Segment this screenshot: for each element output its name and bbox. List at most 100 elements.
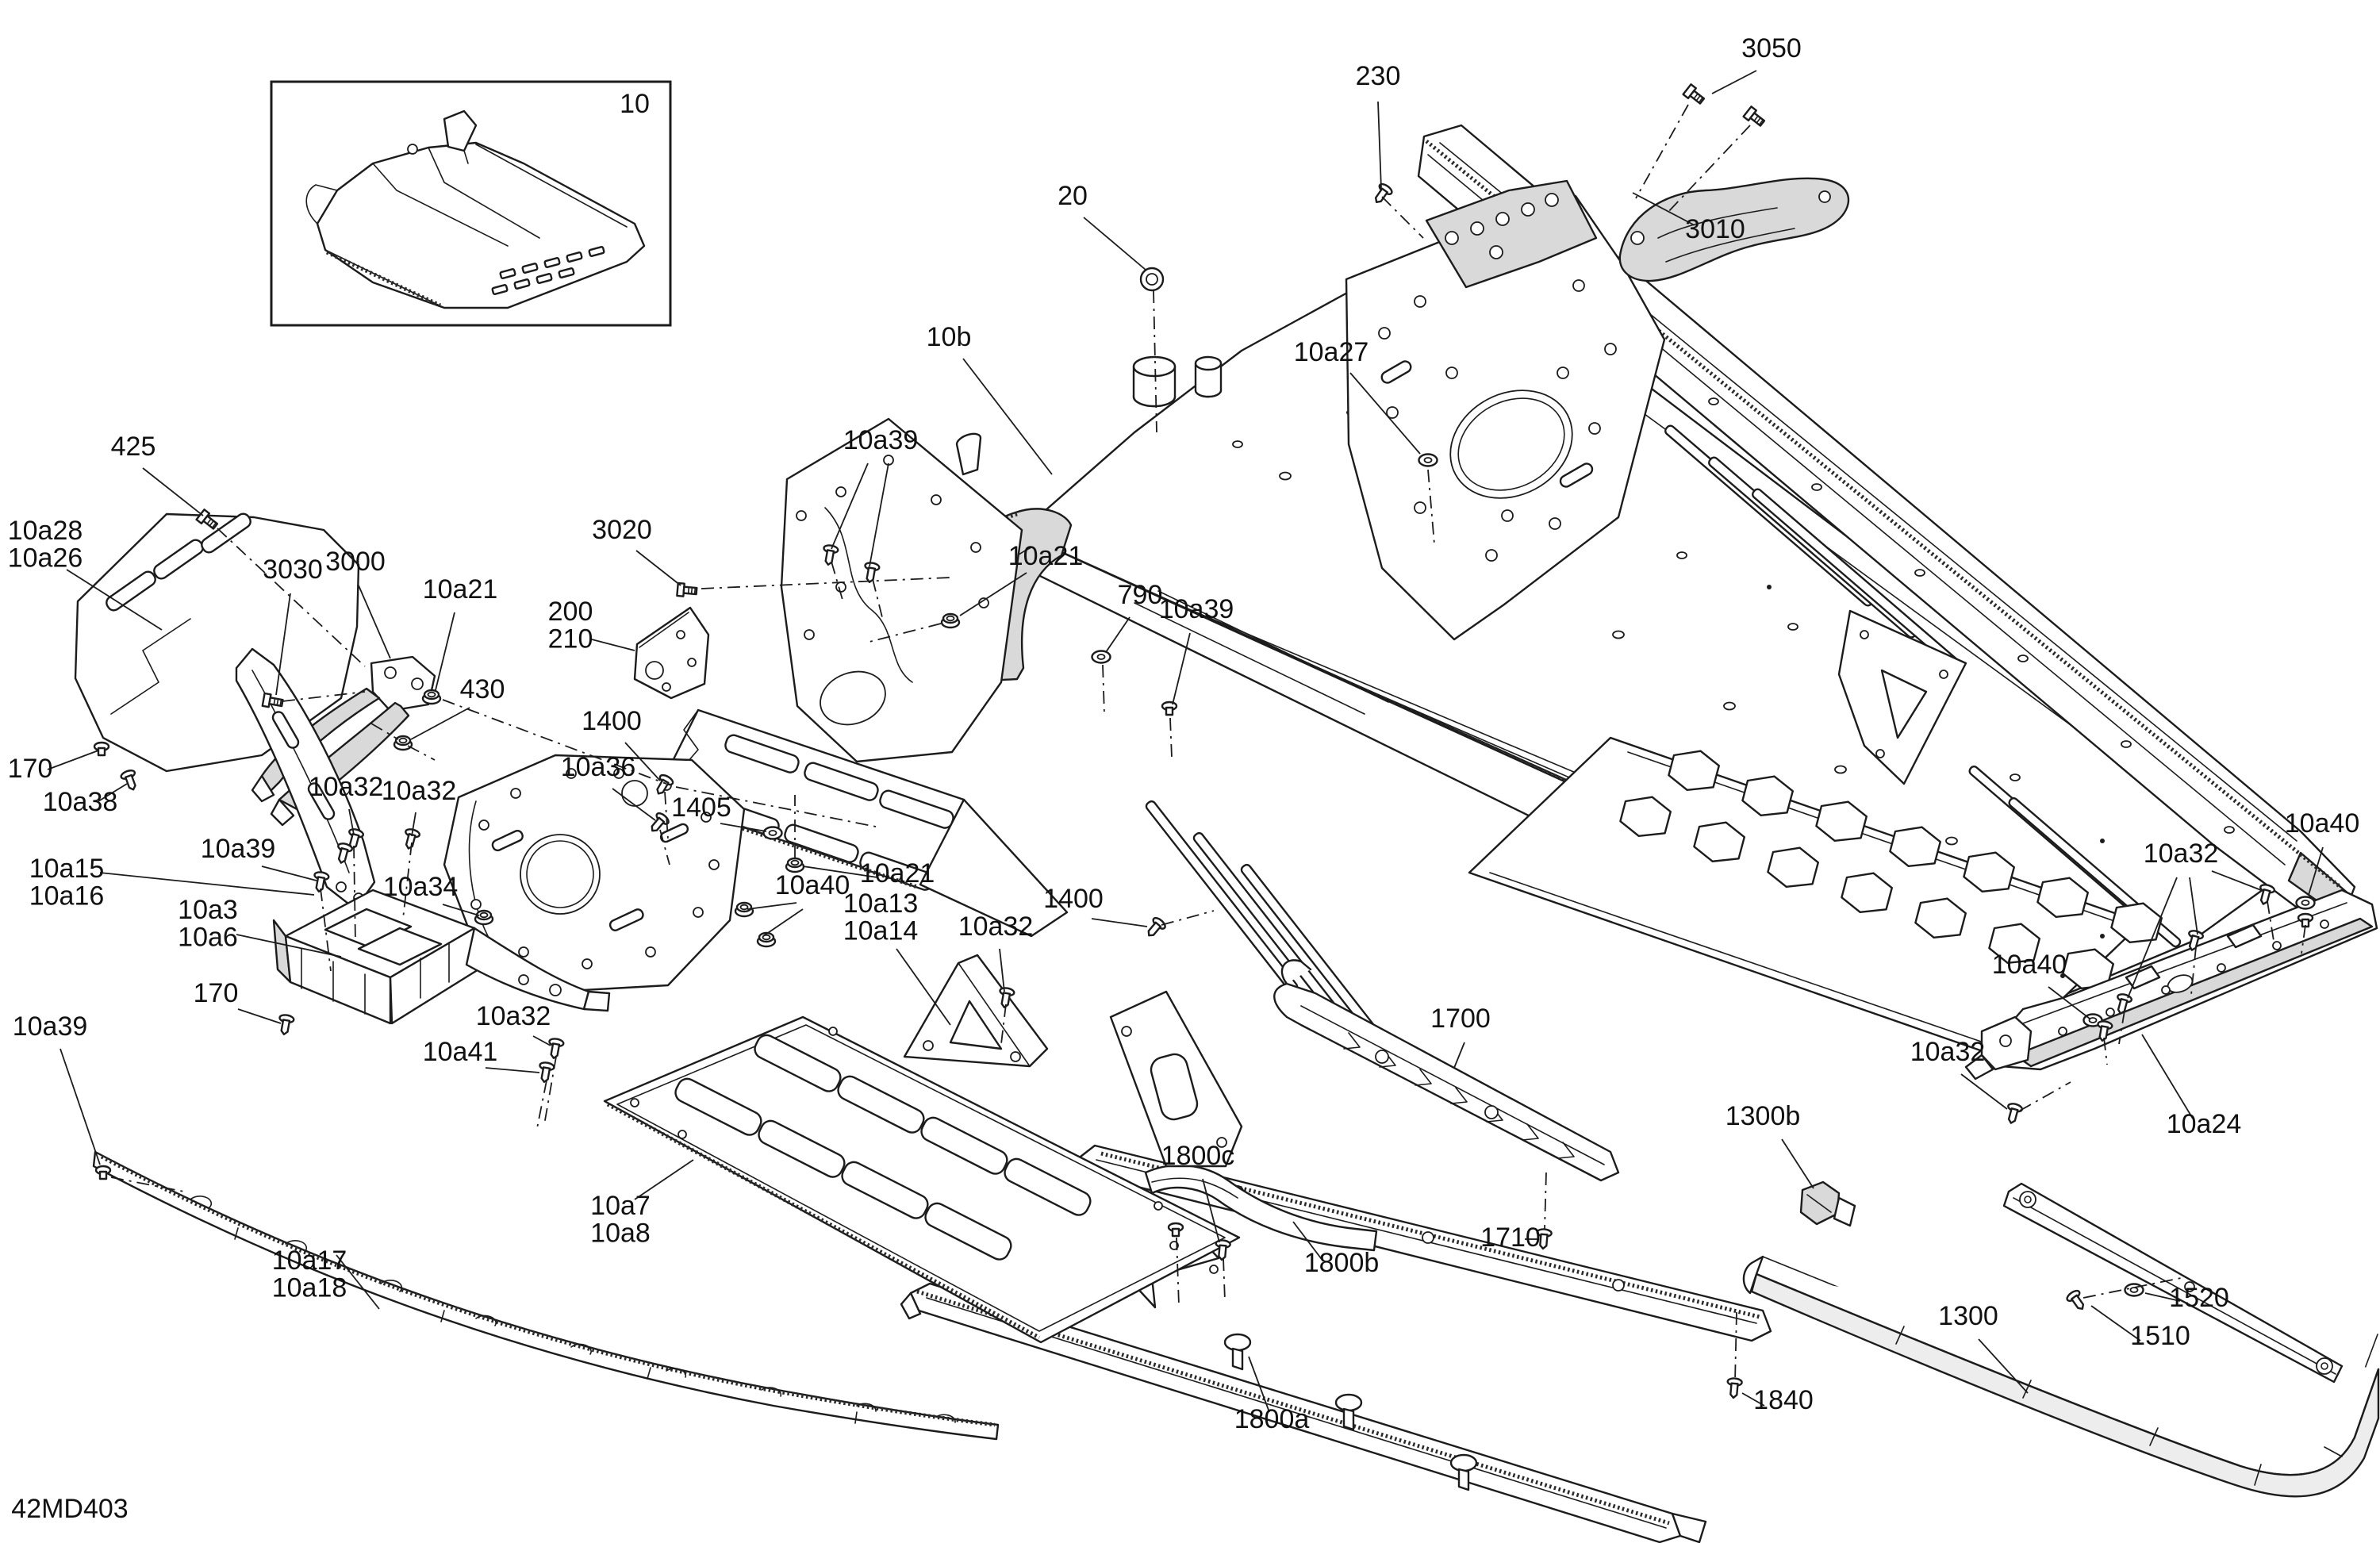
axis-dash-10a40-rm — [2103, 1037, 2108, 1065]
part-label-790: 790 — [1118, 580, 1163, 610]
leader-10a40-rm — [2048, 986, 2090, 1019]
part-label-10a21-c: 10a21 — [860, 858, 935, 889]
part-rear-floor — [1468, 736, 2167, 1059]
part-steering-bracket-3010 — [1618, 83, 1850, 282]
leader-10a28 — [66, 569, 163, 631]
leader-230 — [1377, 101, 1382, 190]
part-label-1300b: 1300b — [1726, 1101, 1801, 1131]
leader-1405 — [720, 823, 767, 832]
leader-170-b — [237, 1008, 282, 1024]
part-label-3020: 3020 — [592, 515, 652, 545]
leader-1510 — [2090, 1305, 2141, 1341]
leader-10a32-a — [348, 808, 355, 835]
leader-10a21-l — [435, 612, 455, 691]
part-label-1405: 1405 — [671, 793, 731, 823]
leader-10a21-c — [802, 866, 878, 878]
part-label-230: 230 — [1356, 61, 1401, 91]
axis-dash-10a32-bl — [543, 1056, 557, 1126]
axis-dash-10a41 — [536, 1080, 547, 1129]
axis-dash-10a40-rt — [2301, 924, 2306, 954]
axis-dash-10a32-rt — [2118, 1010, 2125, 1045]
part-label-10a21-l: 10a21 — [423, 574, 498, 605]
axis-dash-430 — [407, 745, 436, 761]
part-label-10a34: 10a34 — [383, 872, 459, 902]
part-label-10a27: 10a27 — [1294, 337, 1369, 367]
axis-dash-1840 — [1734, 1311, 1737, 1383]
leader-10a41 — [485, 1067, 540, 1073]
part-label-inset-10: 10 — [620, 89, 650, 119]
part-rail-1700 — [1273, 959, 1620, 1182]
axis-dash-10a32-rl — [2019, 1081, 2071, 1111]
part-label-10a39-lf: 10a39 — [201, 834, 276, 864]
leader-10a13 — [896, 948, 951, 1026]
part-label-10a40-rm: 10a40 — [1992, 950, 2067, 980]
part-rear-bumper-1300 — [1742, 1182, 2380, 1498]
leader-1300 — [1978, 1338, 2029, 1394]
part-label-1700: 1700 — [1430, 1004, 1491, 1034]
part-label-1300: 1300 — [1938, 1301, 1998, 1331]
axis-dash-10a32-a — [353, 845, 356, 943]
part-label-10a39-t: 10a39 — [843, 425, 919, 455]
leader-3010 — [1632, 192, 1695, 226]
leader-1800b — [1292, 1221, 1324, 1262]
axis-dash-1800c — [1176, 1237, 1180, 1307]
leader-10a15 — [99, 872, 315, 896]
leader-10a27 — [1349, 372, 1421, 455]
leader-10a38 — [98, 783, 128, 802]
part-label-1400-c: 1400 — [1043, 884, 1104, 914]
leader-10a7 — [634, 1159, 694, 1200]
part-label-10a32-b: 10a32 — [382, 776, 457, 806]
leader-10a32-rt — [2211, 870, 2262, 891]
leader-425 — [142, 467, 204, 516]
axis-dash-1400-c — [1161, 910, 1215, 926]
axis-dash-10a32-b — [402, 842, 413, 919]
part-label-1800c: 1800c — [1161, 1141, 1235, 1171]
part-label-10a32-rl: 10a32 — [1910, 1037, 1986, 1067]
leader-1300b — [1781, 1138, 1814, 1189]
part-label-1800b: 1800b — [1304, 1248, 1380, 1278]
part-label-3010: 3010 — [1685, 214, 1745, 244]
leader-3020 — [635, 550, 681, 586]
leader-1800c — [1202, 1178, 1220, 1243]
part-footboard-panel — [603, 990, 1243, 1344]
leader-1800a — [1248, 1356, 1270, 1413]
part-label-1800a: 1800a — [1234, 1404, 1310, 1434]
part-label-3050: 3050 — [1741, 33, 1802, 63]
axis-dash-10a32-c — [1000, 1004, 1007, 1045]
axis-dash-10a32-rt — [2267, 900, 2274, 942]
leader-10a32-rt — [2127, 877, 2178, 999]
part-label-10a32-rt: 10a32 — [2144, 839, 2219, 869]
part-label-430: 430 — [460, 674, 505, 704]
part-label-10a36: 10a36 — [561, 752, 636, 782]
axis-dash-10a21-l — [675, 786, 877, 827]
leader-10a32-rl — [1960, 1073, 2008, 1110]
axis-dash-10a36 — [659, 829, 670, 866]
axis-dash-10a39-bl — [110, 1176, 185, 1192]
leader-10a39-bl — [60, 1048, 101, 1165]
leader-10a3 — [236, 934, 342, 958]
axis-dash-1710 — [1544, 1172, 1547, 1230]
axis-dash-3050 — [1667, 125, 1751, 213]
leader-170-l — [47, 750, 99, 770]
axis-dash-20 — [1153, 290, 1157, 433]
axis-dash-790 — [1102, 664, 1105, 715]
leader-10a39-lf — [261, 866, 317, 881]
part-label-10a32-a: 10a32 — [309, 772, 384, 802]
part-label-10a39-m: 10a39 — [1159, 594, 1234, 624]
leader-430 — [410, 707, 470, 740]
part-label-1710: 1710 — [1480, 1223, 1541, 1253]
part-mid-plate — [443, 754, 746, 993]
leader-10a32-c — [999, 948, 1005, 992]
leader-10a24 — [2141, 1034, 2194, 1119]
leader-10a40-c — [747, 902, 797, 910]
leader-20 — [1083, 217, 1146, 271]
leader-10a39-t — [831, 463, 869, 550]
part-label-1520: 1520 — [2169, 1283, 2229, 1313]
part-label-10a39-bl: 10a39 — [13, 1011, 88, 1042]
